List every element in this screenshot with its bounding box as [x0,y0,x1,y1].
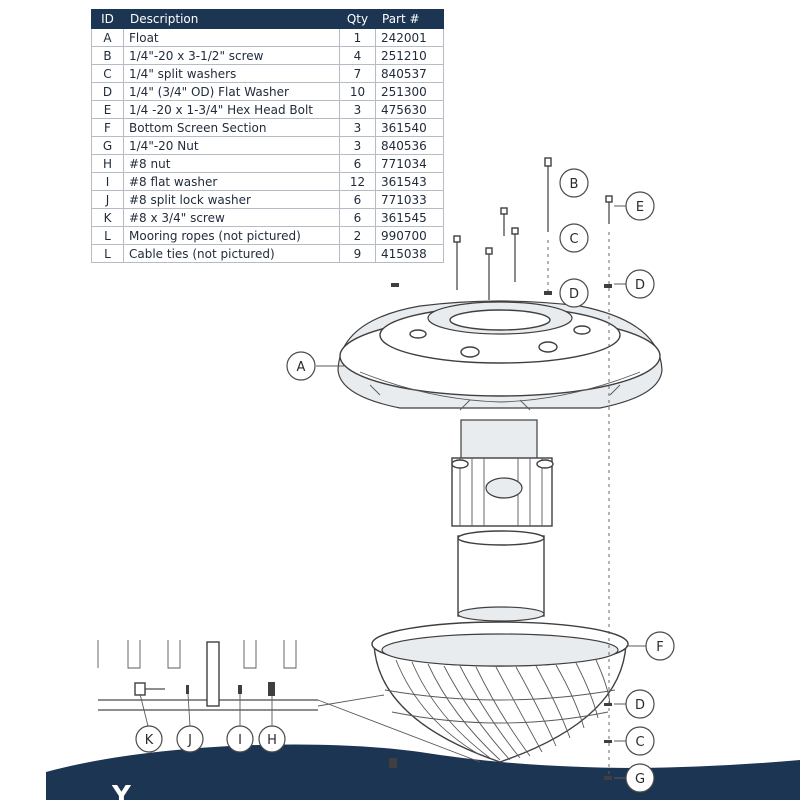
cell-description: #8 nut [123,154,340,173]
header-id: ID [91,9,124,29]
callout-d: D [625,269,655,299]
cell-part-number: 242001 [375,28,444,47]
callout-c: C [625,726,655,756]
cell-part-number: 990700 [375,226,444,245]
callout-d: D [625,689,655,719]
cell-part-number: 415038 [375,244,444,263]
callout-f: F [645,631,675,661]
callout-label: K [145,733,154,748]
pump-motor [451,419,554,622]
callout-label: H [267,733,277,748]
cell-part-number: 771034 [375,154,444,173]
cell-part-number: 251300 [375,82,444,101]
float-part [337,300,663,411]
callout-e: E [625,191,655,221]
callout-j: J [176,725,204,753]
table-header-row: ID Description Qty Part # [91,9,444,29]
bottom-screen [371,621,629,763]
footer-band [46,744,800,800]
callout-label: C [635,735,644,750]
callout-h: H [258,725,286,753]
cell-part-number: 840537 [375,64,444,83]
callout-k: K [135,725,163,753]
header-qty: Qty [339,9,376,29]
callout-c: C [559,223,589,253]
cell-description: 1/4" split washers [123,64,340,83]
callout-d: D [559,278,589,308]
footer-text: Y [111,781,132,800]
callout-label: F [656,640,663,655]
callout-label: C [569,232,578,247]
cell-description: #8 flat washer [123,172,340,191]
cell-description: 1/4"-20 x 3-1/2" screw [123,46,340,65]
fasteners [389,157,613,780]
callout-label: G [635,772,645,787]
callout-label: E [636,200,644,215]
callout-b: B [559,168,589,198]
callout-g: G [625,763,655,793]
detail-inset [97,640,481,763]
cell-part-number: 361545 [375,208,444,227]
header-description: Description [123,9,340,29]
callout-i: I [226,725,254,753]
callout-label: B [570,177,579,192]
callout-label: I [238,733,242,748]
callout-label: A [297,360,306,375]
callout-a: A [286,351,316,381]
cell-description: 1/4" (3/4" OD) Flat Washer [123,82,340,101]
callout-label: D [569,287,579,302]
callout-label: D [635,278,645,293]
cell-part-number: 361540 [375,118,444,137]
cell-description: Cable ties (not pictured) [123,244,340,263]
callout-label: D [635,698,645,713]
callout-label: J [187,733,192,748]
